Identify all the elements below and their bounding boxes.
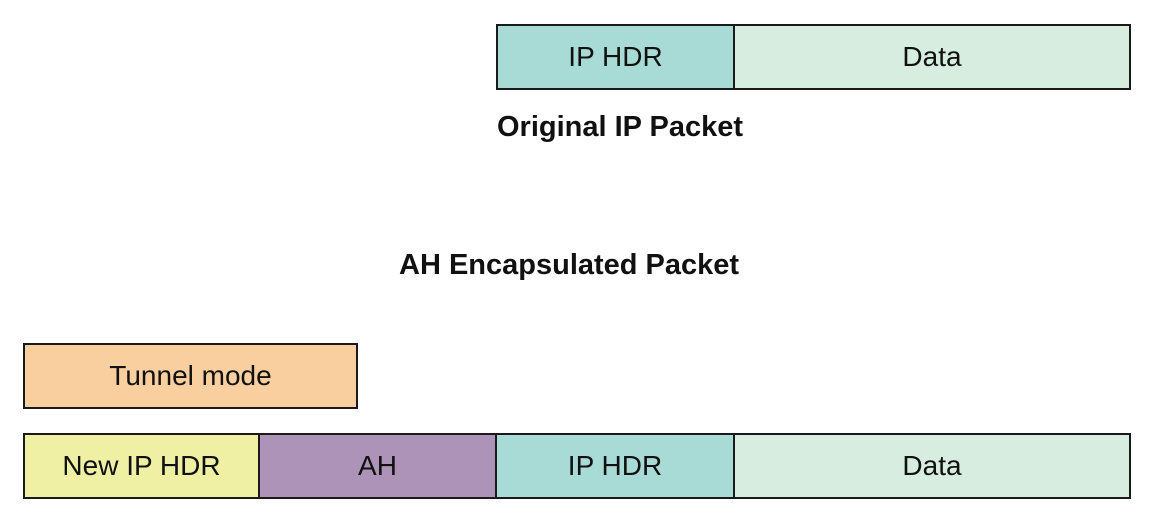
original-packet-title: Original IP Packet xyxy=(497,111,744,143)
original-data-segment: Data xyxy=(735,24,1131,90)
ah-segment: AH xyxy=(260,433,497,499)
original-ip-hdr-label: IP HDR xyxy=(568,41,663,72)
encapsulated-packet-title: AH Encapsulated Packet xyxy=(399,249,740,281)
tunnel-mode-label: Tunnel mode xyxy=(109,360,272,391)
ah-label: AH xyxy=(358,450,397,481)
inner-ip-hdr-segment: IP HDR xyxy=(497,433,735,499)
original-ip-hdr-segment: IP HDR xyxy=(496,24,735,90)
inner-data-segment: Data xyxy=(735,433,1131,499)
new-ip-hdr-segment: New IP HDR xyxy=(23,433,260,499)
tunnel-mode-box: Tunnel mode xyxy=(23,343,358,409)
original-data-label: Data xyxy=(902,41,962,72)
inner-ip-hdr-label: IP HDR xyxy=(567,450,663,481)
inner-data-label: Data xyxy=(902,450,962,481)
new-ip-hdr-label: New IP HDR xyxy=(62,450,221,481)
